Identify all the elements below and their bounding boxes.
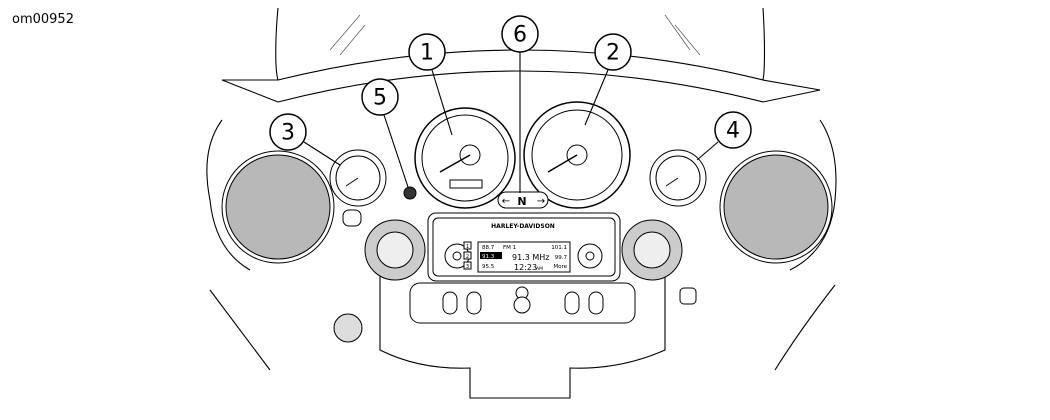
- accessory-switch: [679, 287, 697, 305]
- radio-brand: HARLEY-DAVIDSON: [491, 223, 555, 230]
- windshield-right-edge: [762, 7, 821, 103]
- radio-button-3: 3: [466, 264, 469, 270]
- preset-right-1: 101.1: [551, 245, 567, 251]
- callout-3: 3: [269, 113, 307, 151]
- accessory-plug: [333, 313, 363, 343]
- radio-head-unit: HARLEY-DAVIDSON 88.7 91.3 95.5 FM 1 91.3…: [427, 212, 621, 282]
- preset-right-2: 99.7: [555, 255, 568, 261]
- left-small-gauge: [329, 149, 387, 207]
- windshield-left-edge: [221, 7, 279, 103]
- callout-6: 6: [501, 15, 539, 53]
- preset-left-2-selected: 91.3: [482, 254, 495, 260]
- radio-band: FM 1: [503, 245, 516, 251]
- svg-text:6: 6: [513, 23, 527, 48]
- callout-4: 4: [714, 111, 752, 149]
- lower-switch-panel: [409, 282, 636, 324]
- indicator-strip: ← N →: [497, 191, 549, 209]
- svg-text:4: 4: [726, 119, 740, 144]
- figure-id: om00952: [12, 12, 74, 27]
- radio-button-2: 2: [466, 254, 469, 260]
- left-turn-indicator: ←: [502, 196, 510, 207]
- leader-lines: [303, 52, 719, 193]
- radio-more: More: [553, 264, 567, 270]
- svg-text:1: 1: [420, 41, 434, 66]
- right-small-gauge: [649, 149, 707, 207]
- svg-text:3: 3: [281, 121, 295, 146]
- preset-left-1: 88.7: [482, 245, 495, 251]
- radio-frequency: 91.3 MHz: [512, 253, 549, 262]
- speedometer: [414, 107, 516, 209]
- trip-odometer-reset-button: [403, 186, 417, 200]
- right-turn-indicator: →: [537, 196, 545, 207]
- callout-1: 1: [408, 33, 446, 71]
- left-speaker: [221, 150, 335, 264]
- radio-time: 12:23: [514, 263, 537, 272]
- right-speaker: [719, 150, 833, 264]
- callout-2: 2: [594, 33, 632, 71]
- tachometer: [523, 101, 631, 209]
- neutral-indicator: N: [517, 195, 526, 208]
- svg-text:5: 5: [373, 86, 387, 111]
- callout-5: 5: [361, 78, 399, 116]
- preset-left-3: 95.5: [482, 264, 495, 270]
- radio-button-1: 1: [466, 244, 469, 250]
- fairing-outline: [206, 119, 837, 271]
- radio-ampm: AM: [536, 266, 543, 272]
- svg-text:2: 2: [606, 41, 620, 66]
